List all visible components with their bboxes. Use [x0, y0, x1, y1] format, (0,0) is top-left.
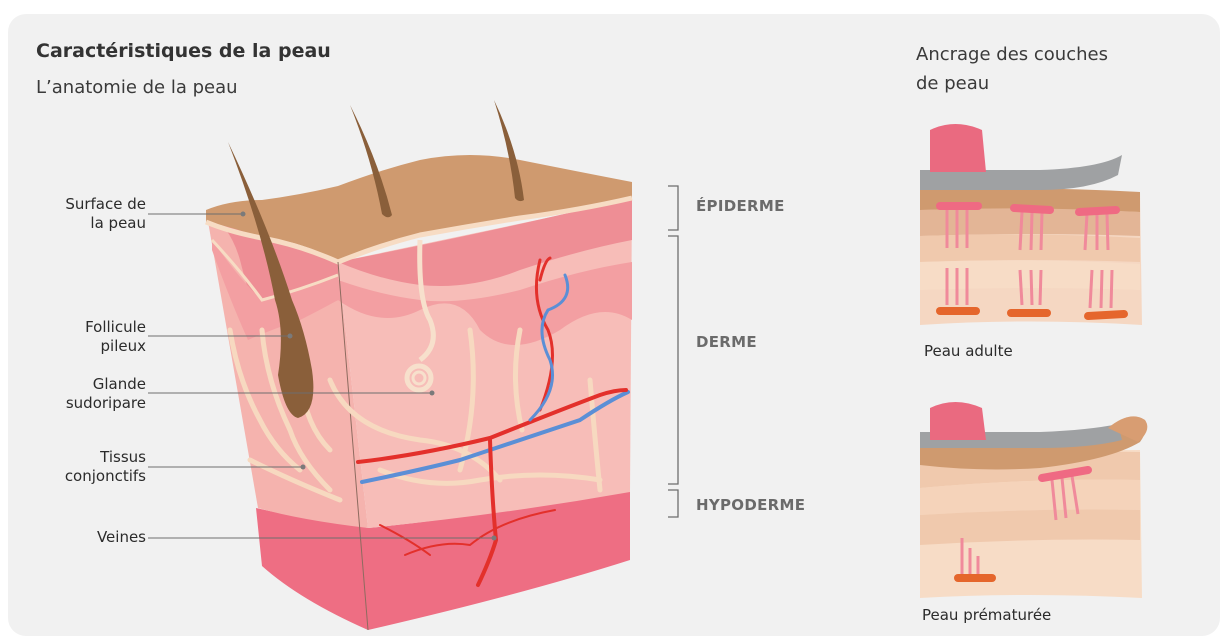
layer-epidermis: ÉPIDERME	[696, 197, 785, 215]
premature-skin-illustration	[920, 402, 1147, 598]
layer-hypodermis: HYPODERME	[696, 496, 805, 514]
caption-adult-skin: Peau adulte	[924, 342, 1013, 360]
skin-cross-section	[206, 100, 632, 630]
caption-premature-skin: Peau prématurée	[922, 606, 1051, 624]
label-veins: Veines	[30, 528, 146, 547]
diagram-subtitle: L’anatomie de la peau	[36, 77, 238, 98]
adult-skin-illustration	[920, 124, 1142, 325]
layer-dermis: DERME	[696, 333, 757, 351]
diagram-title: Caractéristiques de la peau	[36, 40, 331, 62]
layer-brackets	[668, 186, 678, 517]
